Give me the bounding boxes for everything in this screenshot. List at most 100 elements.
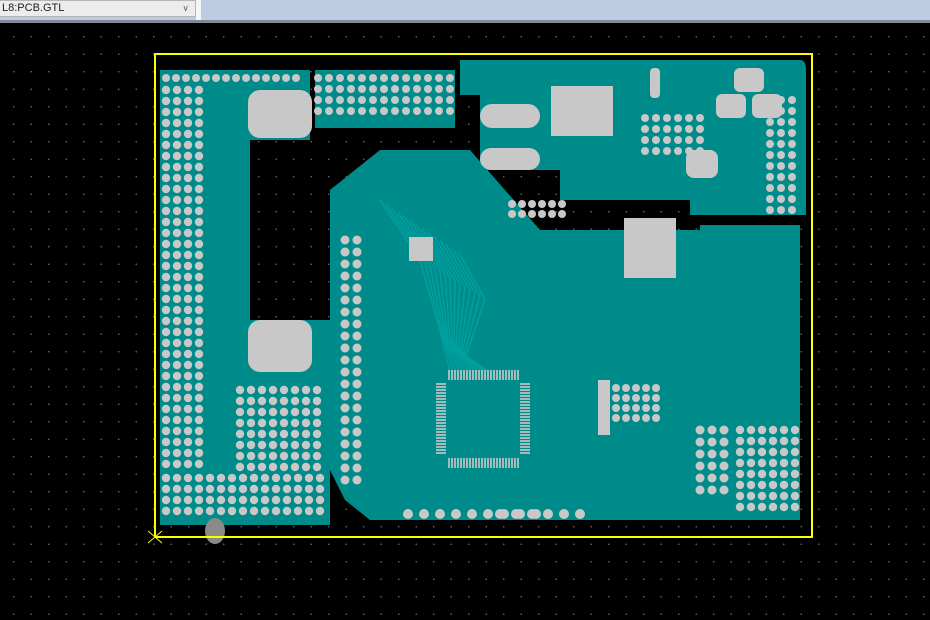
via-pad bbox=[558, 200, 566, 208]
via-pad bbox=[757, 447, 767, 457]
via-pad bbox=[314, 74, 322, 82]
via-pad bbox=[612, 384, 620, 392]
trace bbox=[457, 251, 490, 373]
via-pad bbox=[622, 404, 630, 412]
via-pad bbox=[279, 385, 289, 395]
via-pad bbox=[194, 393, 204, 403]
via-pad bbox=[161, 206, 171, 216]
via-pad bbox=[312, 462, 322, 472]
via-pad bbox=[194, 506, 204, 516]
via-pad bbox=[246, 418, 256, 428]
via-pad bbox=[518, 200, 526, 208]
via-pad bbox=[757, 480, 767, 490]
via-pad bbox=[257, 418, 267, 428]
via-pad bbox=[290, 462, 300, 472]
via-pad bbox=[161, 426, 171, 436]
via-pad bbox=[172, 85, 182, 95]
via-pad bbox=[183, 206, 193, 216]
via-pad bbox=[183, 272, 193, 282]
via-pad bbox=[182, 74, 190, 82]
via-pad bbox=[325, 85, 333, 93]
via-pad bbox=[788, 118, 796, 126]
via-pad bbox=[707, 473, 717, 483]
via-pad bbox=[194, 217, 204, 227]
via-pad bbox=[161, 327, 171, 337]
via-pad bbox=[336, 85, 344, 93]
via-pad bbox=[413, 107, 421, 115]
via-pad bbox=[172, 173, 182, 183]
via-pad bbox=[249, 484, 259, 494]
via-pad bbox=[768, 480, 778, 490]
via-pad bbox=[336, 96, 344, 104]
via-pad bbox=[172, 404, 182, 414]
via-pad bbox=[227, 495, 237, 505]
via-pad bbox=[707, 449, 717, 459]
via-pad bbox=[183, 448, 193, 458]
via-pad bbox=[271, 473, 281, 483]
via-pad bbox=[161, 404, 171, 414]
via-pad bbox=[652, 404, 660, 412]
via-pad bbox=[205, 495, 215, 505]
via-pad bbox=[707, 485, 717, 495]
pad-oval bbox=[480, 148, 540, 170]
via-pad bbox=[260, 506, 270, 516]
via-pad bbox=[735, 436, 745, 446]
via-pad bbox=[260, 484, 270, 494]
via-pad bbox=[746, 502, 756, 512]
via-pad bbox=[183, 437, 193, 447]
via-pad bbox=[246, 385, 256, 395]
via-pad bbox=[279, 407, 289, 417]
via-pad bbox=[358, 74, 366, 82]
via-pad bbox=[172, 162, 182, 172]
via-pad bbox=[246, 429, 256, 439]
pcb-canvas[interactable] bbox=[0, 23, 930, 620]
via-pad bbox=[696, 147, 704, 155]
via-pad bbox=[685, 125, 693, 133]
via-pad bbox=[246, 451, 256, 461]
via-pad bbox=[548, 200, 556, 208]
via-pad bbox=[161, 184, 171, 194]
via-pad bbox=[757, 458, 767, 468]
via-pad bbox=[779, 458, 789, 468]
via-pad bbox=[538, 200, 546, 208]
via-pad bbox=[216, 473, 226, 483]
trace bbox=[445, 243, 484, 373]
via-pad bbox=[369, 107, 377, 115]
via-pad bbox=[435, 85, 443, 93]
via-pad bbox=[402, 96, 410, 104]
via-pad bbox=[746, 436, 756, 446]
via-pad bbox=[205, 506, 215, 516]
via-pad bbox=[238, 506, 248, 516]
layer-select[interactable]: L8:PCB.GTL ∨ bbox=[0, 0, 196, 17]
via-pad bbox=[301, 462, 311, 472]
via-pad bbox=[271, 495, 281, 505]
via-pad bbox=[413, 85, 421, 93]
pad bbox=[598, 380, 610, 435]
via-pad bbox=[279, 429, 289, 439]
via-pad bbox=[194, 96, 204, 106]
via-pad bbox=[161, 305, 171, 315]
via-pad bbox=[279, 451, 289, 461]
via-pad bbox=[612, 404, 620, 412]
via-pad bbox=[779, 469, 789, 479]
via-pad bbox=[315, 484, 325, 494]
via-pad bbox=[380, 107, 388, 115]
via-pad bbox=[766, 118, 774, 126]
via-pad bbox=[161, 393, 171, 403]
via-pad bbox=[312, 385, 322, 395]
via-pad bbox=[161, 261, 171, 271]
chevron-down-icon[interactable]: ∨ bbox=[182, 3, 189, 13]
via-pad bbox=[352, 307, 362, 317]
via-pad bbox=[183, 107, 193, 117]
via-pad bbox=[161, 228, 171, 238]
via-pad bbox=[172, 206, 182, 216]
via-pad bbox=[325, 96, 333, 104]
via-pad bbox=[358, 96, 366, 104]
via-pad bbox=[402, 107, 410, 115]
via-pad bbox=[304, 506, 314, 516]
via-pad bbox=[790, 425, 800, 435]
via-pad bbox=[194, 404, 204, 414]
via-pad bbox=[757, 502, 767, 512]
via-pad bbox=[352, 259, 362, 269]
via-pad bbox=[293, 506, 303, 516]
